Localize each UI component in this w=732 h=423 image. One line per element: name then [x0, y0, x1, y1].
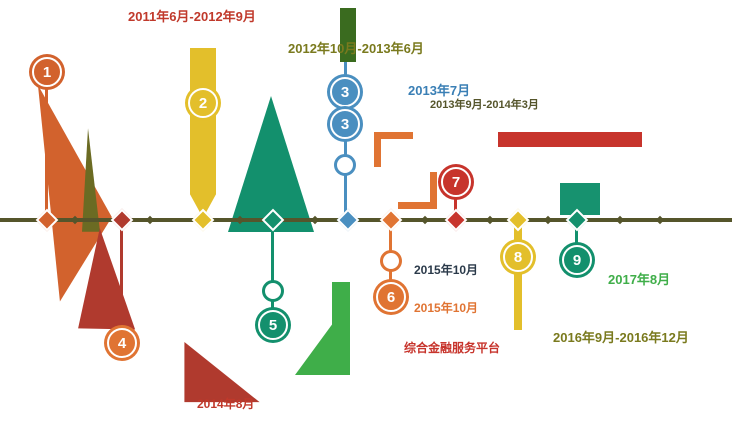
connector-milestone-4 [120, 226, 123, 328]
milestone-8-badge: 8 [503, 242, 533, 272]
label-milestone-6-desc: 综合金融服务平台 [404, 341, 501, 355]
milestone-3-badge-lower: 3 [330, 109, 360, 139]
milestone-4-badge: 4 [107, 328, 137, 358]
label-milestone-3-date: 2013年7月 [408, 83, 471, 98]
connector-milestone-7 [454, 197, 457, 214]
milestone-2-badge: 2 [188, 88, 218, 118]
label-milestone-3-subdate: 2013年9月-2014年3月 [430, 99, 539, 111]
milestone-5-ring [262, 280, 284, 302]
milestone-6-ring [380, 250, 402, 272]
timeline-axis [0, 218, 732, 222]
label-milestone-9-date: 2017年8月 [608, 272, 671, 287]
connector-milestone-1 [45, 87, 48, 214]
milestone-1-badge: 1 [32, 57, 62, 87]
label-milestone-2-date: 2012年10月-2013年6月 [288, 41, 424, 56]
label-milestone-8-date: 2016年9月-2016年12月 [553, 330, 689, 345]
milestone-9-badge: 9 [562, 245, 592, 275]
label-milestone-1-date: 2011年6月-2012年9月 [128, 9, 256, 24]
timeline-node-3 [336, 208, 360, 232]
connector-milestone-8 [514, 226, 522, 330]
decor-orange-bracket-top [374, 132, 413, 167]
decor-red-bar [498, 132, 642, 147]
label-milestone-4-date: 2014年8月 [197, 397, 255, 411]
timeline-node-4 [110, 208, 134, 232]
milestone-5-badge: 5 [258, 310, 288, 340]
label-milestone-6-date-top: 2015年10月 [414, 263, 479, 277]
timeline-node-6 [379, 208, 403, 232]
decor-orange-bracket-bottom [398, 172, 437, 209]
timeline-node-8 [506, 208, 530, 232]
timeline-node-7 [444, 208, 468, 232]
decor-teal-block [560, 183, 600, 215]
milestone-7-badge: 7 [441, 167, 471, 197]
timeline-node-2 [191, 208, 215, 232]
milestone-6-badge: 6 [376, 282, 406, 312]
connector-milestone-2 [201, 118, 204, 214]
decor-darkgreen-bar-top [340, 8, 356, 62]
connector-milestone-5 [271, 226, 274, 310]
milestone-3-badge-upper: 3 [330, 77, 360, 107]
milestone-3-ring [334, 154, 356, 176]
connector-milestone-9 [575, 226, 578, 245]
label-milestone-6-date-bottom: 2015年10月 [414, 301, 479, 315]
decor-green-bar-bottom [332, 282, 350, 364]
